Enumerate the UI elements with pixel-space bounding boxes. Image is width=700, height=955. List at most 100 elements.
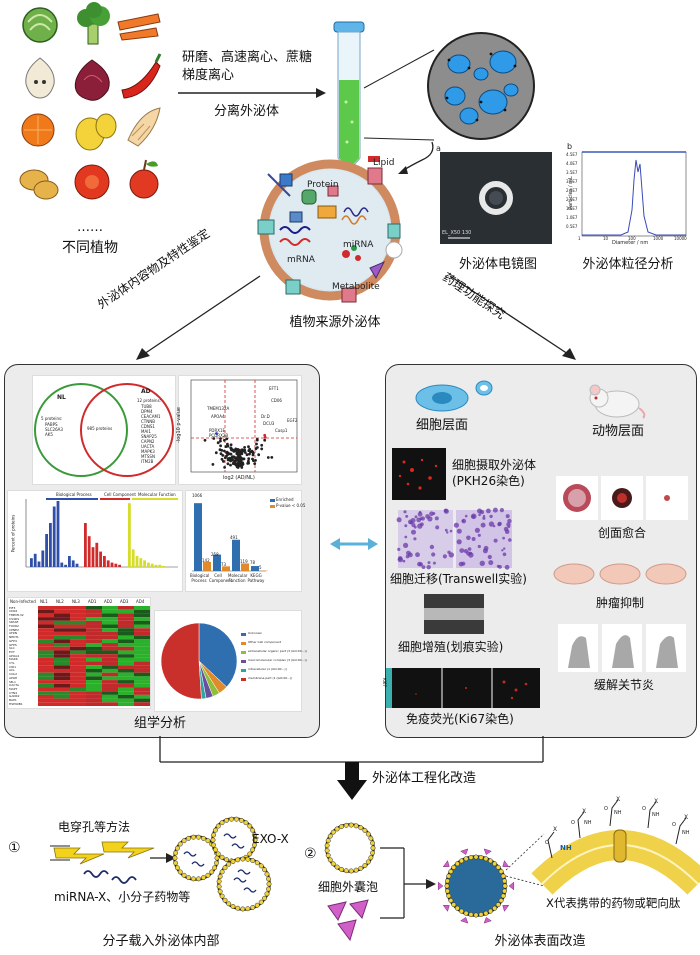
plain-vesicle	[324, 822, 376, 874]
transwell-cell	[502, 536, 505, 540]
enrich-category: Cell Component	[209, 573, 233, 583]
volcano-point	[255, 438, 259, 442]
lipid-head	[463, 856, 469, 862]
label-mirna: miRNA	[343, 240, 374, 250]
heatmap-cell	[70, 639, 86, 644]
transwell-images	[396, 507, 512, 570]
lipid-head	[235, 857, 241, 863]
heatmap-cell	[118, 654, 134, 658]
transwell-cell	[470, 513, 477, 520]
o-mark: O	[604, 806, 608, 812]
lipid-head	[262, 895, 267, 901]
venn-right-protein: ITM2B	[141, 459, 154, 464]
volcano-point	[229, 456, 233, 460]
go-bar	[52, 506, 56, 567]
heatmap-cell	[118, 631, 134, 636]
transwell-cell	[416, 517, 422, 523]
heatmap-column: Non-Infected	[10, 599, 36, 604]
heatmap-cell	[118, 609, 134, 614]
volcano-point	[251, 453, 255, 457]
lipid-head	[229, 816, 234, 822]
go-bar-chart: Biological Process Cell Component Molecu…	[7, 490, 183, 592]
transwell-cell	[506, 522, 511, 527]
heatmap-cell	[118, 672, 134, 677]
lipid-head	[219, 854, 225, 860]
volcano-point	[253, 462, 257, 465]
transwell-cell	[402, 559, 406, 563]
transwell-cell	[497, 522, 502, 527]
lipid-head	[209, 869, 215, 875]
tem-panel-letter: a	[436, 144, 441, 153]
volcano-point	[219, 439, 222, 443]
heatmap-cell	[70, 668, 86, 673]
transwell-cell	[507, 518, 512, 524]
pie-legend-label: intracellular (1 (GO:00...))	[248, 667, 287, 671]
venn-right-protein: CEACAM1	[141, 414, 161, 419]
vesicle-membrane	[445, 855, 507, 917]
go-bar	[150, 563, 154, 567]
heatmap-cell	[54, 628, 70, 632]
transwell-cell	[466, 535, 471, 541]
heatmap-cell	[54, 694, 70, 699]
heatmap-cell	[86, 683, 102, 688]
heatmap-cell	[102, 639, 118, 644]
lipid-head	[262, 867, 267, 873]
heatmap-cell	[102, 694, 118, 699]
o-mark: O	[571, 820, 575, 826]
heatmap-row-label: SPASE	[9, 620, 19, 625]
pie-legend-swatch	[241, 633, 246, 636]
nta-tick-y: 3.0E7	[566, 179, 578, 184]
enrich-bar-pvalue	[241, 563, 249, 571]
lipid-head	[201, 835, 206, 841]
volcano-point	[257, 453, 261, 457]
lipid-head	[224, 857, 230, 863]
lipid-head	[266, 876, 271, 882]
heatmap-cell	[134, 609, 150, 614]
lipid-head	[196, 834, 201, 840]
volcano-point	[211, 463, 215, 466]
lipid-head	[258, 863, 264, 869]
go-bar	[103, 556, 106, 567]
heatmap-cell	[118, 635, 134, 640]
transwell-cell	[397, 547, 401, 551]
volcano-point	[235, 465, 239, 469]
transwell-cell	[411, 522, 416, 528]
go-ylabel: Percent of proteins	[10, 514, 16, 553]
enrich-value: 5	[259, 565, 262, 570]
lipid-head	[230, 859, 236, 864]
surface-x-molecule	[442, 860, 450, 868]
venn-right-protein: TUB8	[141, 404, 152, 409]
heatmap-row-label: CTN4	[9, 690, 18, 695]
transwell-cell	[396, 517, 402, 523]
nta-tick-x: 10000	[674, 236, 687, 241]
go-bar	[99, 551, 102, 567]
volcano-point	[270, 456, 274, 459]
heatmap-cell	[102, 698, 118, 703]
lipid-head	[454, 861, 460, 867]
heatmap-cell	[70, 650, 86, 655]
lipid-head	[205, 838, 211, 844]
go-bar	[147, 562, 150, 567]
heatmap-cell	[54, 691, 70, 695]
lipid-head	[219, 893, 225, 899]
lipid-head	[483, 910, 489, 916]
transwell-cell	[466, 551, 471, 556]
heatmap-row-label: CS4DS	[9, 616, 20, 621]
go-bar	[135, 556, 139, 567]
volcano-label: TMEM132A	[207, 406, 230, 411]
volcano-point	[226, 462, 230, 466]
lipid-head	[488, 908, 493, 914]
transwell-cell	[504, 529, 510, 534]
heatmap-cell	[86, 676, 102, 681]
heatmap-row-label: CIR1	[9, 664, 16, 669]
volcano-point	[248, 447, 252, 451]
heatmap-row-label: TMEM132	[9, 612, 24, 617]
venn-center: 985 proteins	[87, 426, 113, 431]
lipid-head	[353, 867, 359, 873]
transwell-cell	[429, 511, 434, 516]
transwell-cell	[482, 548, 488, 554]
heatmap-cell	[70, 654, 86, 658]
lipid-head	[266, 881, 272, 887]
transwell-cell	[417, 561, 422, 567]
